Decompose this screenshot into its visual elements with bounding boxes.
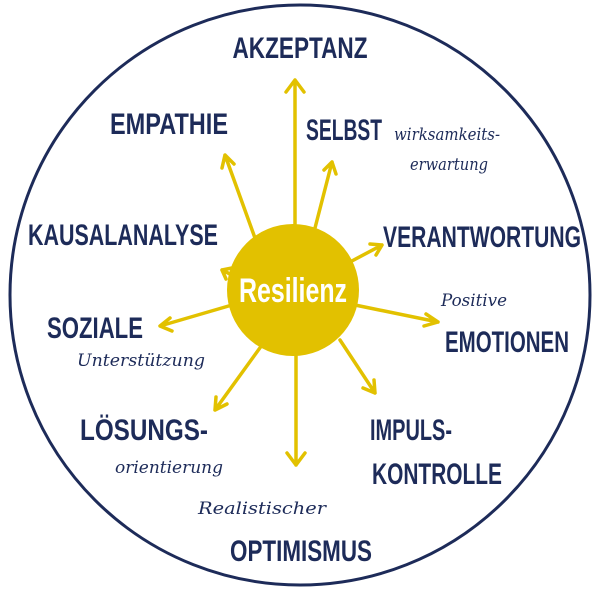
center-label: Resilienz	[239, 272, 347, 310]
label-kausalanalyse: KAUSALANALYSE	[28, 219, 218, 252]
arrow-impulskontrolle	[338, 338, 377, 395]
label-emotionen: EMOTIONEN	[445, 326, 569, 359]
arrows	[158, 78, 440, 467]
arrow-akzeptanz	[284, 78, 306, 227]
label-positive: Positive	[440, 291, 507, 311]
arrow-soziale-unterstuetzung	[158, 303, 234, 333]
label-akzeptanz: AKZEPTANZ	[233, 32, 368, 65]
label-optimismus: OPTIMISMUS	[230, 535, 372, 568]
label-wirksamkeits: wirksamkeits-	[394, 125, 500, 145]
label-empathie: EMPATHIE	[110, 108, 228, 141]
arrow-empathie	[220, 153, 257, 240]
label-verantwortung: VERANTWORTUNG	[383, 221, 581, 254]
arrow-verantwortung	[348, 242, 384, 264]
label-selbst: SELBST	[306, 114, 382, 147]
arrow-selbst	[313, 160, 338, 230]
label-unterstuetzung: Unterstützung	[77, 351, 205, 371]
label-kontrolle: KONTROLLE	[372, 458, 502, 491]
label-soziale: SOZIALE	[47, 312, 143, 345]
label-realistischer: Realistischer	[197, 499, 327, 519]
label-loesungs: LÖSUNGS-	[80, 414, 208, 447]
center-circle	[227, 224, 359, 356]
label-orientierung: orientierung	[115, 458, 223, 478]
label-impuls: IMPULS-	[370, 414, 452, 447]
arrow-loesungsorientierung	[213, 343, 264, 412]
outer-circle	[8, 3, 592, 587]
label-erwartung: erwartung	[410, 155, 488, 175]
arrow-emotionen	[353, 303, 440, 328]
arrow-optimismus	[285, 353, 307, 467]
